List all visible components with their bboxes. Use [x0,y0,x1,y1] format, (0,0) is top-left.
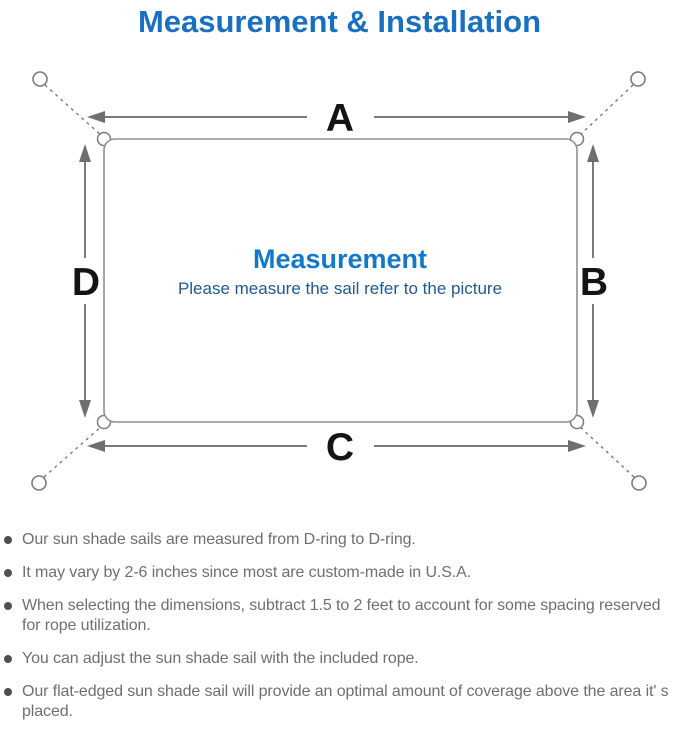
dimension-arrows [79,111,599,452]
page-title: Measurement & Installation [137,4,542,39]
rope-line-bottom-left [43,425,103,478]
rope-lines [43,84,635,478]
arrow-d-top-head-icon [79,144,91,162]
list-item: Our flat-edged sun shade sail will provi… [4,682,675,722]
dimension-label-a: A [326,97,354,140]
dimension-label-c: C [326,426,354,469]
rope-line-top-right [578,84,634,137]
sail-outline [103,138,578,423]
note-text: Our sun shade sails are measured from D-… [22,531,416,548]
list-item: Our sun shade sails are measured from D-… [4,530,675,550]
arrow-c-right-head-icon [568,440,586,452]
bullet-icon [4,602,12,610]
arrow-d-bottom-head-icon [79,400,91,418]
list-item: When selecting the dimensions, subtract … [4,596,675,636]
dimension-label-d: D [72,261,100,304]
note-text: You can adjust the sun shade sail with t… [22,650,419,667]
bullet-icon [4,569,12,577]
arrow-c-left-head-icon [87,440,105,452]
note-text: When selecting the dimensions, subtract … [22,597,661,634]
arrow-a-right-head-icon [568,111,586,123]
diagram-center-subtitle: Please measure the sail refer to the pic… [178,279,502,298]
list-item: You can adjust the sun shade sail with t… [4,649,675,669]
bullet-icon [4,688,12,696]
rope-line-bottom-right [578,425,635,478]
dimension-label-b: B [580,261,608,304]
diagram-center-title: Measurement [253,244,427,274]
anchor-ring-icon-bottom-right [631,475,647,491]
arrow-a-left-head-icon [87,111,105,123]
anchor-ring-icon-top-right [630,71,646,87]
notes-list: Our sun shade sails are measured from D-… [0,530,675,735]
note-text: Our flat-edged sun shade sail will provi… [22,683,669,720]
arrow-b-top-head-icon [587,144,599,162]
anchor-ring-icon-bottom-left [31,475,47,491]
bullet-icon [4,655,12,663]
arrow-b-bottom-head-icon [587,400,599,418]
list-item: It may vary by 2-6 inches since most are… [4,563,675,583]
bullet-icon [4,536,12,544]
note-text: It may vary by 2-6 inches since most are… [22,564,472,581]
sail-measurement-diagram: A B C D Measurement Please measure the s… [31,71,647,491]
anchor-rings [31,71,647,491]
rope-line-top-left [44,84,103,137]
anchor-ring-icon-top-left [32,71,48,87]
